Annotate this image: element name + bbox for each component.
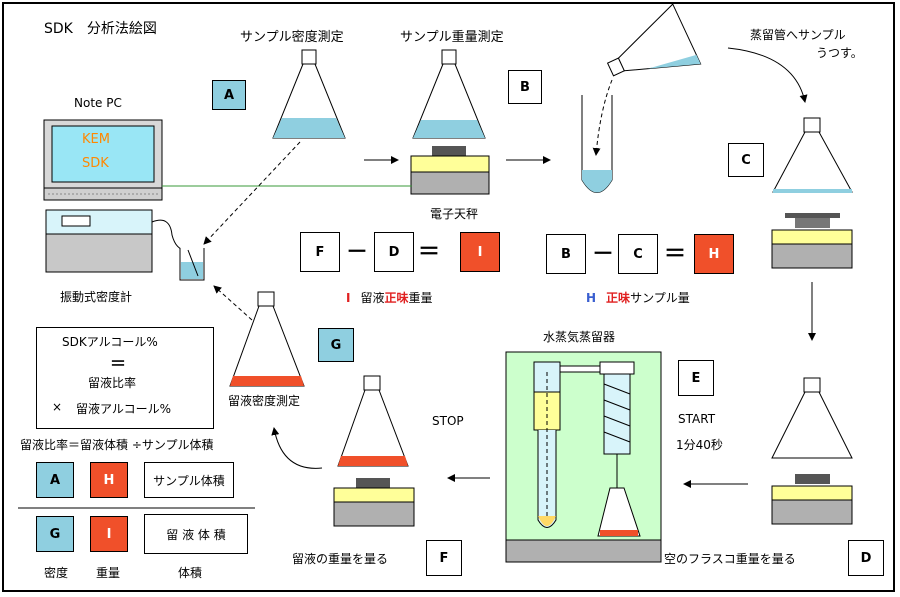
pc-label: Note PC: [74, 96, 122, 110]
flow-arrows: [203, 47, 816, 488]
flask-density-g: [229, 291, 305, 387]
legend-volume: 体積: [178, 566, 203, 580]
step-density-label: サンプル密度測定: [240, 30, 344, 45]
eq-b-box: B: [546, 234, 586, 274]
eq-f-box: F: [300, 232, 340, 272]
flask-pouring: [606, 3, 702, 77]
pc-screen-sdk: SDK: [82, 156, 109, 171]
legend-distillate-volume: 留 液 体 積: [144, 514, 248, 554]
marker-g: G: [318, 328, 354, 362]
eq-minus-2: －: [592, 242, 615, 267]
formula-times: ×: [52, 400, 63, 414]
marker-b: B: [508, 70, 542, 104]
distillate-density-label: 留液密度測定: [228, 394, 301, 408]
i-definition: I 留液正味重量: [346, 289, 433, 306]
marker-f: F: [426, 540, 462, 576]
vibration-density-meter: [45, 209, 205, 281]
legend-g: G: [36, 516, 74, 552]
eq-equals-1: ＝: [418, 240, 441, 265]
marker-e: E: [678, 360, 714, 396]
time-label: 1分40秒: [676, 438, 723, 452]
flask-on-balance-c: [771, 117, 853, 269]
legend-h: H: [90, 462, 128, 498]
h-def-c: サンプル量: [630, 291, 690, 305]
start-label: START: [678, 412, 716, 426]
marker-a: A: [212, 80, 246, 110]
legend-i: I: [90, 516, 128, 552]
distillate-weight-label: 留液の重量を量る: [292, 552, 389, 566]
h-definition: H 正味サンプル量: [586, 289, 690, 306]
i-def-c: 重量: [408, 291, 433, 305]
diagram-title: SDK 分析法絵図: [44, 21, 157, 37]
flask-on-balance-b: [410, 49, 490, 195]
eq-h-box: H: [694, 234, 734, 274]
i-def-b: 正味: [384, 291, 409, 305]
formula-line1: SDKアルコール%: [62, 335, 158, 349]
test-tube: [581, 79, 613, 193]
distiller-label: 水蒸気蒸留器: [543, 330, 616, 344]
stop-label: STOP: [432, 414, 464, 428]
step-transfer-label-2: うつす。: [816, 46, 863, 60]
legend-a: A: [36, 462, 74, 498]
flask-density: [272, 49, 346, 139]
eq-i-box: I: [460, 232, 500, 272]
density-meter-label: 振動式密度計: [60, 290, 133, 304]
steam-distiller: [505, 351, 662, 563]
formula-box: [36, 327, 214, 429]
marker-c: C: [728, 143, 764, 177]
flask-on-balance-f: [333, 375, 415, 527]
eq-c-box: C: [618, 234, 658, 274]
eq-equals-2: ＝: [664, 242, 687, 267]
flask-on-balance-d: [771, 377, 853, 525]
pc-screen-kem: KEM: [82, 132, 110, 147]
step-weight-label: サンプル重量測定: [400, 30, 504, 45]
eq-minus-1: －: [346, 240, 369, 265]
formula-line2: 留液比率: [88, 376, 137, 390]
balance-label: 電子天秤: [430, 207, 479, 221]
note-pc: [43, 119, 163, 201]
legend-weight: 重量: [96, 566, 121, 580]
eq-d-box: D: [374, 232, 414, 272]
ratio-formula: 留液比率＝留液体積 ÷サンプル体積: [20, 438, 214, 452]
marker-d: D: [848, 540, 884, 576]
step-transfer-label: 蒸留管へサンプル: [750, 28, 846, 42]
h-def-b: 正味: [606, 291, 631, 305]
legend-sample-volume: サンプル体積: [144, 462, 234, 498]
i-prefix: I: [346, 291, 351, 305]
legend-density: 密度: [44, 566, 69, 580]
h-prefix: H: [586, 291, 597, 305]
i-def-a: 留液: [360, 291, 385, 305]
formula-line3: 留液アルコール%: [76, 402, 172, 416]
empty-flask-label: 空のフラスコ重量を量る: [664, 552, 796, 566]
formula-eq: ＝: [110, 354, 127, 373]
